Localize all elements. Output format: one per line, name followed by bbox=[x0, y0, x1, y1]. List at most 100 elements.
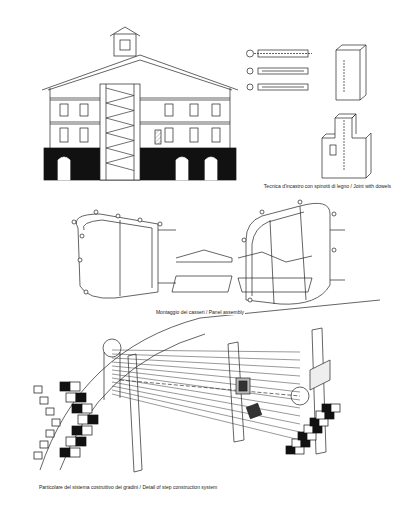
step-construction-detail-stroke bbox=[52, 419, 60, 426]
step-construction-detail-stroke bbox=[34, 386, 42, 393]
step-construction-detail-stroke bbox=[70, 382, 80, 391]
step-construction-detail-stroke bbox=[286, 404, 340, 454]
panel-assembly-stroke bbox=[72, 200, 336, 302]
building-section-stroke bbox=[50, 88, 51, 150]
step-construction-detail-stroke bbox=[76, 393, 86, 402]
dowel-joint-stroke bbox=[262, 71, 304, 72]
dowel-joint-stroke bbox=[335, 114, 356, 118]
step-construction-detail-stroke bbox=[112, 386, 300, 424]
step-construction-detail-stroke bbox=[310, 360, 330, 390]
building-section-stroke bbox=[106, 84, 107, 180]
step-construction-detail-stroke bbox=[72, 426, 82, 435]
building-section-stroke bbox=[80, 128, 88, 142]
dowel-joint-stroke bbox=[336, 50, 360, 100]
step-construction-detail-stroke bbox=[322, 404, 331, 412]
panel-assembly-stroke bbox=[78, 224, 158, 298]
dowel-joint-stroke bbox=[247, 68, 253, 74]
building-section-stroke bbox=[134, 84, 135, 180]
panel-assembly-stroke bbox=[330, 230, 345, 231]
step-construction-detail-stroke bbox=[104, 352, 105, 400]
step-construction-detail-stroke bbox=[60, 448, 70, 457]
step-construction-detail-stroke bbox=[246, 403, 261, 418]
dowel-joint-stroke bbox=[330, 145, 336, 155]
dowel-joint-stroke bbox=[360, 45, 366, 100]
step-construction-detail-stroke bbox=[76, 437, 86, 446]
step-construction-detail-stroke bbox=[88, 415, 98, 424]
building-section-stroke bbox=[190, 128, 198, 142]
step-construction-detail-stroke bbox=[291, 387, 309, 405]
step-construction-detail-stroke bbox=[46, 430, 54, 437]
dowel-joint-stroke bbox=[247, 50, 254, 57]
dowel-joint-stroke bbox=[326, 134, 335, 135]
panel-assembly-stroke bbox=[83, 220, 152, 288]
building-section-stroke bbox=[165, 104, 173, 116]
building-section-stroke bbox=[190, 104, 198, 116]
step-construction-detail-stroke bbox=[66, 437, 76, 446]
step-construction-detail-stroke bbox=[82, 404, 92, 413]
step-construction-detail-stroke bbox=[112, 354, 300, 360]
dowel-joint-stroke bbox=[352, 114, 356, 118]
building-section-stroke bbox=[176, 157, 188, 180]
step-construction-detail-stroke bbox=[112, 394, 300, 440]
figure-caption: Particolare del sistema costruttivo dei … bbox=[38, 484, 218, 490]
building-section-stroke bbox=[110, 27, 140, 36]
building-section-stroke bbox=[230, 88, 231, 150]
panel-assembly-stroke bbox=[158, 230, 176, 231]
step-construction-detail-stroke bbox=[82, 426, 92, 435]
building-section-stroke bbox=[60, 128, 68, 142]
dowel-joint-stroke bbox=[322, 134, 326, 138]
step-construction-detail-stroke bbox=[239, 381, 247, 391]
dowel-joint bbox=[247, 45, 372, 178]
panel-assembly bbox=[72, 200, 345, 304]
panel-assembly-stroke bbox=[158, 222, 162, 226]
panel-assembly-stroke bbox=[116, 214, 120, 218]
building-section-stroke bbox=[80, 104, 88, 116]
panel-assembly-stroke bbox=[80, 234, 84, 238]
step-construction-detail-stroke bbox=[112, 366, 300, 384]
building-section-stroke bbox=[212, 128, 220, 142]
panel-assembly-stroke bbox=[298, 200, 302, 204]
panel-assembly-stroke bbox=[248, 298, 252, 302]
step-construction-detail-stroke bbox=[112, 350, 300, 440]
panel-assembly-stroke bbox=[300, 206, 306, 300]
panel-assembly-stroke bbox=[238, 252, 312, 262]
building-section-stroke bbox=[106, 88, 134, 171]
dowel-joint-stroke bbox=[356, 114, 357, 134]
building-section-stroke bbox=[106, 88, 134, 171]
step-construction-detail-stroke bbox=[331, 404, 340, 412]
panel-assembly-stroke bbox=[332, 248, 336, 252]
panel-assembly-stroke bbox=[76, 214, 158, 228]
panel-assembly-stroke bbox=[176, 250, 232, 262]
building-section-stroke bbox=[120, 40, 130, 50]
building-section-stroke bbox=[165, 128, 173, 142]
panel-assembly-stroke bbox=[242, 238, 246, 242]
panel-assembly-stroke bbox=[78, 258, 82, 262]
step-construction-detail-stroke bbox=[78, 415, 88, 424]
building-section-stroke bbox=[155, 130, 161, 144]
panel-assembly-stroke bbox=[94, 210, 98, 214]
panel-assembly-stroke bbox=[120, 220, 121, 296]
building-section-stroke bbox=[114, 34, 136, 56]
building-section-stroke bbox=[60, 104, 68, 116]
dowel-joint-stroke bbox=[262, 87, 304, 88]
dowel-joint-stroke bbox=[344, 60, 345, 92]
building-section bbox=[42, 27, 238, 180]
step-construction-detail-stroke bbox=[112, 390, 300, 432]
dowel-joint-stroke bbox=[258, 84, 308, 90]
dowel-joint-stroke bbox=[254, 53, 312, 54]
step-construction-detail-stroke bbox=[40, 300, 380, 470]
dowel-joint-stroke bbox=[344, 120, 345, 170]
step-construction-detail-stroke bbox=[70, 448, 80, 457]
dowel-joint-stroke bbox=[247, 84, 253, 90]
step-construction-detail-stroke bbox=[46, 408, 54, 415]
dowel-joint-stroke bbox=[322, 118, 366, 178]
building-section-stroke bbox=[212, 104, 220, 116]
panel-assembly-stroke bbox=[246, 203, 330, 304]
step-construction-detail-stroke bbox=[120, 380, 300, 396]
figure-caption: Montaggio dei casseri / Panel assembly bbox=[155, 309, 245, 315]
panel-assembly-stroke bbox=[260, 210, 264, 214]
building-section-stroke bbox=[205, 157, 217, 180]
dowel-joint-stroke bbox=[366, 133, 371, 178]
